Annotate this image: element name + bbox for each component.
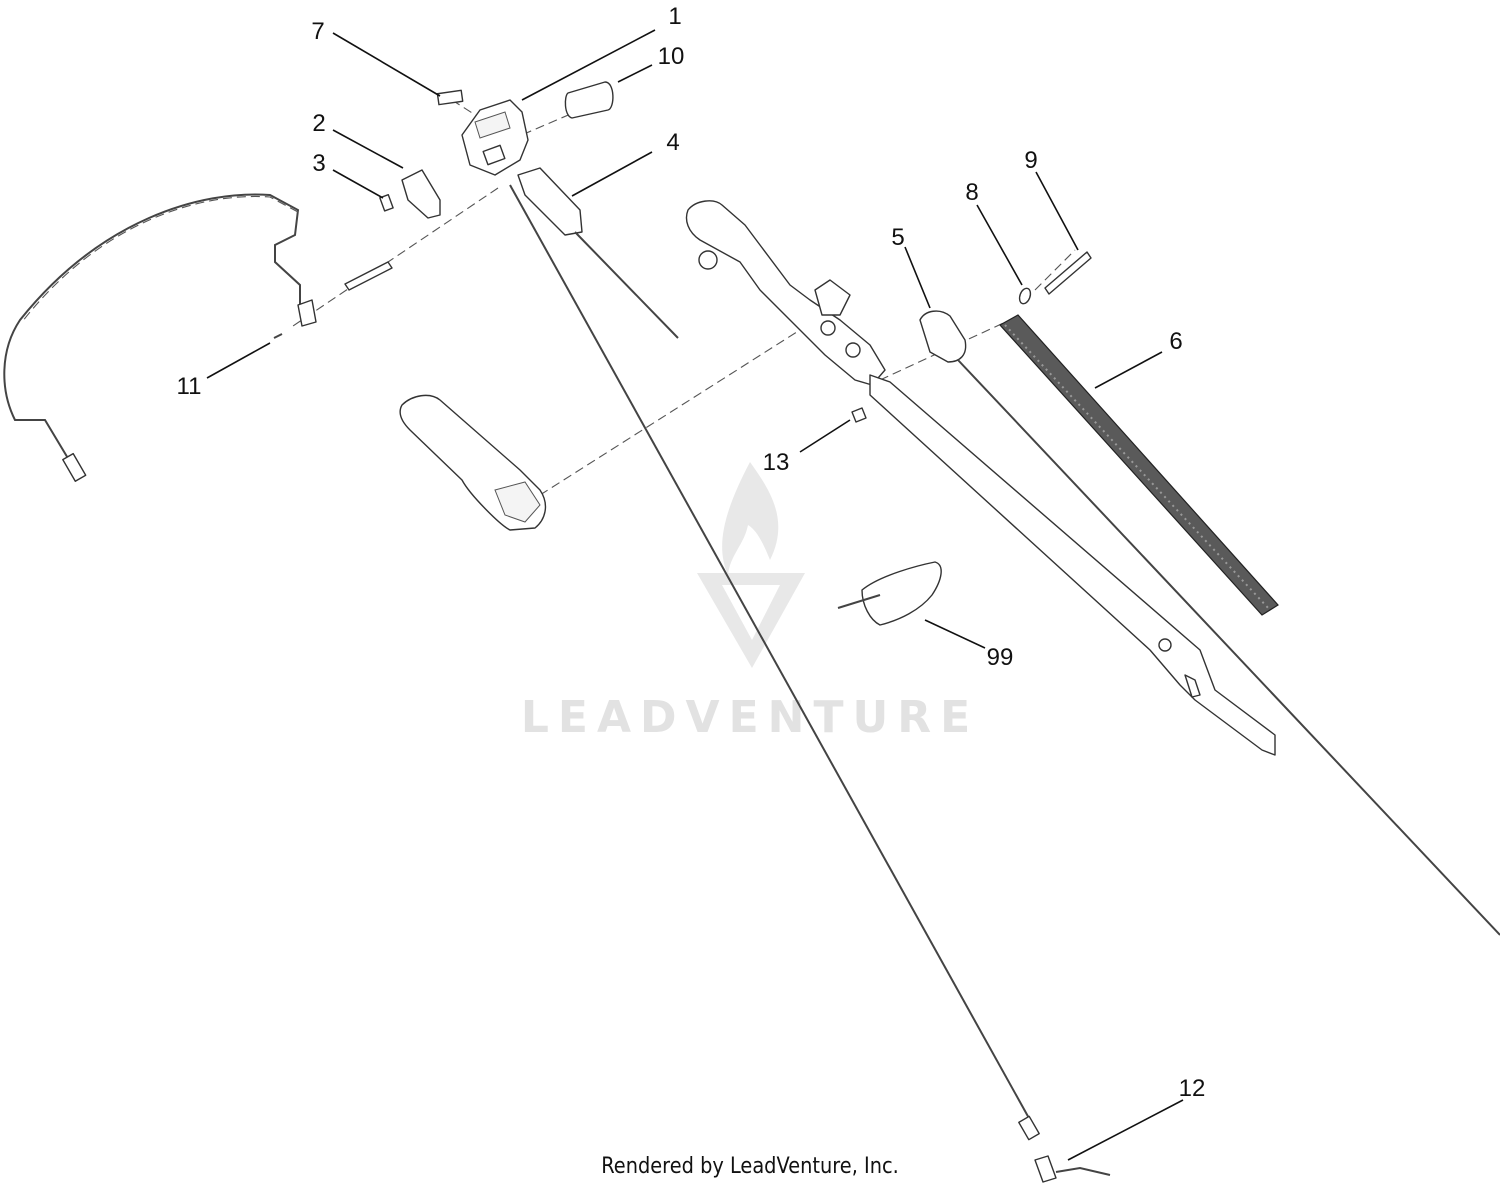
upper-handle-part	[685, 200, 886, 386]
leader-lines	[206, 29, 1184, 1161]
washer-part	[1018, 287, 1032, 305]
callout-labels: 1 2 3 4 5 6 7 8 9 10 11 12 13 99	[177, 3, 1206, 1102]
spring-sleeve-part	[999, 314, 1279, 616]
control-cable	[509, 184, 1040, 1141]
lower-handle-tube	[869, 374, 1276, 756]
callout-11: 11	[177, 373, 202, 400]
callout-13: 13	[763, 449, 790, 476]
cap-part	[564, 81, 614, 119]
footer-credit: Rendered by LeadVenture, Inc.	[601, 1154, 899, 1179]
latch-plate-part	[401, 169, 441, 219]
watermark-v-logo	[697, 573, 805, 668]
cable-tie-part	[837, 561, 942, 626]
clip-part	[1034, 1155, 1111, 1183]
bolt-part	[1044, 251, 1092, 295]
callout-5: 5	[891, 224, 904, 251]
callout-9: 9	[1024, 147, 1037, 174]
watermark: LEADVENTURE	[521, 462, 979, 743]
callout-12: 12	[1179, 1075, 1206, 1102]
decal-part	[436, 89, 464, 106]
callout-7: 7	[311, 18, 324, 45]
callout-2: 2	[312, 110, 325, 137]
callout-8: 8	[965, 179, 978, 206]
callout-3: 3	[312, 150, 325, 177]
pin-part	[344, 261, 393, 291]
callout-6: 6	[1169, 328, 1182, 355]
callout-1: 1	[668, 3, 681, 30]
watermark-text: LEADVENTURE	[521, 692, 979, 743]
cable-clamp-part	[919, 310, 1500, 936]
bracket-rod-part	[517, 167, 679, 339]
screw-part	[379, 194, 394, 212]
callout-99: 99	[987, 644, 1014, 671]
left-grip-part	[399, 394, 547, 531]
callout-4: 4	[666, 129, 679, 156]
nut-part	[851, 407, 867, 423]
callout-10: 10	[658, 43, 685, 70]
control-housing-part	[461, 99, 529, 176]
watermark-flame-logo	[722, 462, 779, 575]
bail-handle	[3, 193, 317, 482]
